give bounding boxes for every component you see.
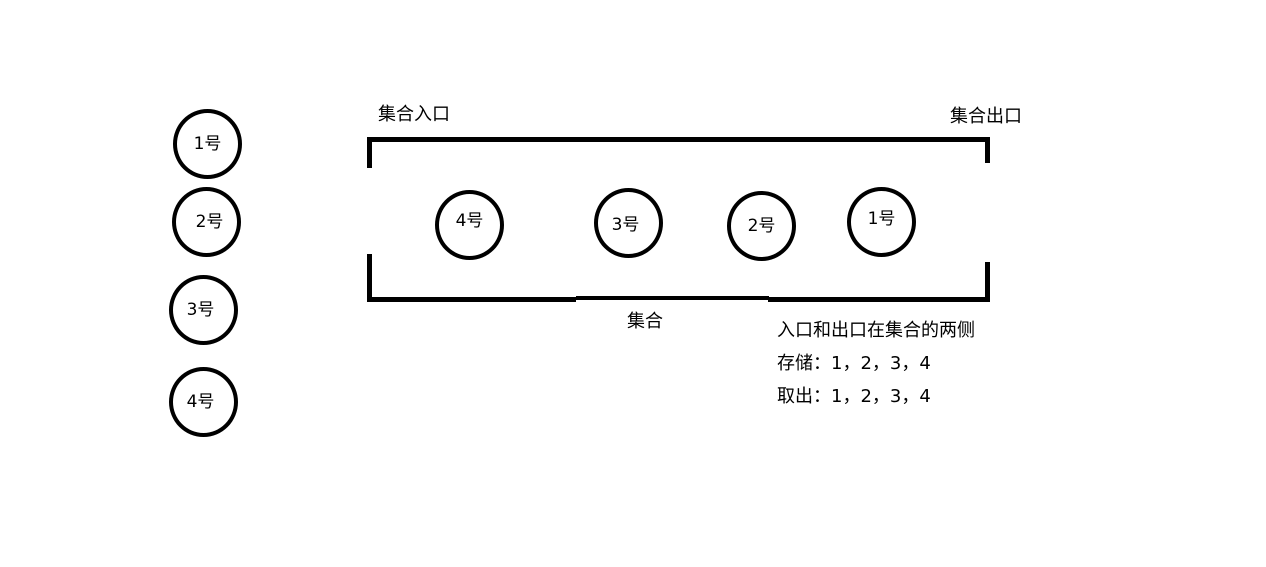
box-bottom-edge-right <box>768 297 990 302</box>
note-retrieve-order: 取出：1，2，3，4 <box>777 386 931 407</box>
entry-label: 集合入口 <box>378 104 450 125</box>
stored-item-1: 1号 <box>847 187 916 257</box>
box-bottom-edge-left <box>367 297 576 302</box>
waiting-item-2: 2号 <box>172 187 241 257</box>
stored-item-label: 3号 <box>611 215 640 235</box>
exit-label: 集合出口 <box>950 106 1022 127</box>
waiting-item-label: 3号 <box>186 300 215 320</box>
box-bottom-edge-middle <box>576 296 769 300</box>
waiting-item-4: 4号 <box>169 367 238 437</box>
stored-item-2: 2号 <box>727 191 796 261</box>
box-right-upper-edge <box>985 137 990 163</box>
stored-item-label: 2号 <box>747 216 776 236</box>
waiting-item-label: 1号 <box>193 134 222 154</box>
box-top-edge <box>367 137 990 142</box>
stored-item-label: 1号 <box>867 209 896 229</box>
box-right-lower-edge <box>985 262 990 302</box>
box-left-lower-edge <box>367 254 372 302</box>
waiting-item-3: 3号 <box>169 275 238 345</box>
box-left-upper-edge <box>367 137 372 168</box>
note-store-order: 存储：1，2，3，4 <box>777 353 931 374</box>
stored-item-3: 3号 <box>594 188 663 258</box>
waiting-item-label: 2号 <box>195 212 224 232</box>
collection-label: 集合 <box>627 311 663 332</box>
stored-item-4: 4号 <box>435 190 504 260</box>
waiting-item-1: 1号 <box>173 109 242 179</box>
stored-item-label: 4号 <box>455 211 484 231</box>
note-entry-exit: 入口和出口在集合的两侧 <box>777 320 975 341</box>
waiting-item-label: 4号 <box>186 392 215 412</box>
